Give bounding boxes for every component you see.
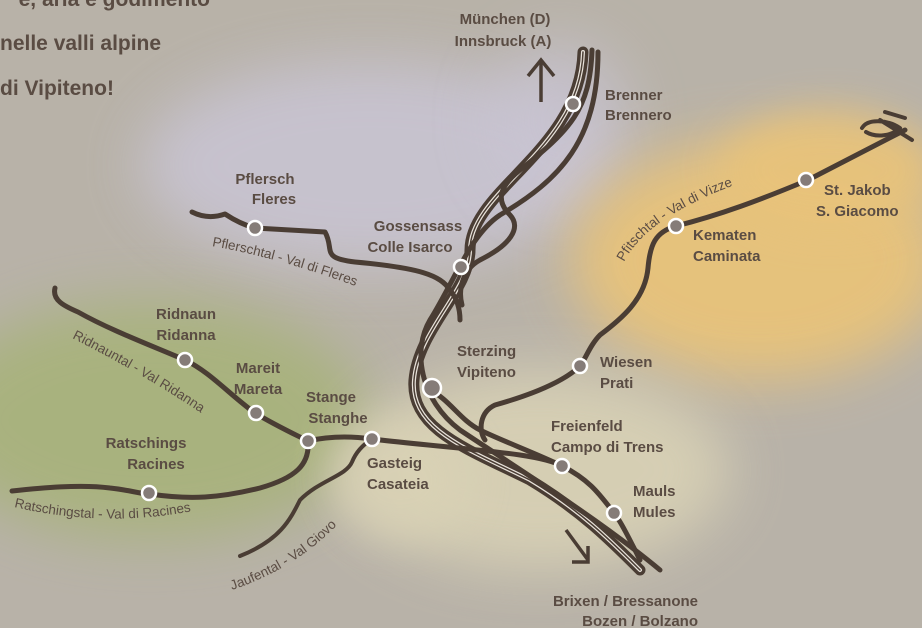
label-ridnaun-it: Ridanna bbox=[156, 327, 216, 344]
stop-ridnaun bbox=[176, 351, 194, 369]
south-label-line-1: Brixen / Bressanone bbox=[553, 593, 698, 610]
north-arrow bbox=[526, 57, 556, 102]
label-ridnaun-de: Ridnaun bbox=[156, 306, 216, 323]
stop-stange bbox=[299, 432, 317, 450]
label-wiesen-it: Prati bbox=[600, 375, 633, 392]
label-stange-de: Stange bbox=[306, 389, 356, 406]
label-kematen-de: Kematen bbox=[693, 227, 756, 244]
region-gasteig bbox=[330, 420, 470, 540]
region-pfitsch-north bbox=[720, 110, 922, 230]
label-ratschings-de: Ratschings bbox=[106, 435, 187, 452]
headline: e, aria e godimento nelle valli alpine d… bbox=[0, 0, 210, 100]
stop-brenner bbox=[564, 95, 582, 113]
stop-mareit bbox=[247, 404, 265, 422]
label-brenner-de: Brenner bbox=[605, 87, 663, 104]
north-label: München (D) Innsbruck (A) bbox=[455, 11, 552, 50]
label-mauls-de: Mauls bbox=[633, 483, 676, 500]
road-pfitsch bbox=[478, 127, 908, 443]
north-label-line-1: München (D) bbox=[460, 11, 551, 28]
label-sterzing-it: Vipiteno bbox=[457, 364, 516, 381]
label-ratschings-it: Racines bbox=[127, 456, 185, 473]
stops bbox=[140, 95, 815, 522]
label-wiesen-de: Wiesen bbox=[600, 354, 652, 371]
label-gossensass-de: Gossensass bbox=[374, 218, 462, 235]
headline-line-3: di Vipiteno! bbox=[0, 77, 114, 100]
label-gasteig-de: Gasteig bbox=[367, 455, 422, 472]
label-brenner-it: Brennero bbox=[605, 107, 672, 124]
label-kematen-it: Caminata bbox=[693, 248, 761, 265]
label-gasteig-it: Casateia bbox=[367, 476, 429, 493]
label-mauls-it: Mules bbox=[633, 504, 676, 521]
stop-gasteig bbox=[363, 430, 381, 448]
stop-stjakob bbox=[797, 171, 815, 189]
stop-gossensass bbox=[452, 258, 470, 276]
south-label: Brixen / Bressanone Bozen / Bolzano bbox=[553, 593, 698, 628]
stop-freienfeld bbox=[553, 457, 571, 475]
town-labels: Brenner Brennero Gossensass Colle Isarco… bbox=[106, 87, 899, 521]
south-label-line-2: Bozen / Bolzano bbox=[582, 613, 698, 628]
label-pflersch-it: Fleres bbox=[252, 191, 296, 208]
label-gossensass-it: Colle Isarco bbox=[367, 239, 452, 256]
road-pflersch bbox=[189, 209, 463, 323]
label-freienfeld-it: Campo di Trens bbox=[551, 439, 664, 456]
stop-ratschings bbox=[140, 484, 158, 502]
road-highway bbox=[418, 49, 663, 573]
label-pflersch-de: Pflersch bbox=[235, 171, 294, 188]
label-stjakob-de: St. Jakob bbox=[824, 182, 891, 199]
label-freienfeld-de: Freienfeld bbox=[551, 418, 623, 435]
road-stjakob-loop bbox=[860, 110, 914, 142]
label-mareit-it: Mareta bbox=[234, 381, 283, 398]
stop-wiesen bbox=[571, 357, 589, 375]
south-arrow bbox=[564, 528, 590, 564]
road-jaufen bbox=[238, 437, 374, 558]
headline-line-2: nelle valli alpine bbox=[0, 32, 161, 55]
regions-layer bbox=[0, 40, 922, 570]
stop-kematen bbox=[667, 217, 685, 235]
stop-mauls bbox=[605, 504, 623, 522]
label-mareit-de: Mareit bbox=[236, 360, 280, 377]
label-stange-it: Stanghe bbox=[308, 410, 367, 427]
north-label-line-2: Innsbruck (A) bbox=[455, 33, 552, 50]
label-stjakob-it: S. Giacomo bbox=[816, 203, 899, 220]
stop-pflersch bbox=[246, 219, 264, 237]
headline-line-1: e, aria e godimento bbox=[19, 0, 210, 11]
stop-sterzing bbox=[421, 377, 443, 399]
label-sterzing-de: Sterzing bbox=[457, 343, 516, 360]
